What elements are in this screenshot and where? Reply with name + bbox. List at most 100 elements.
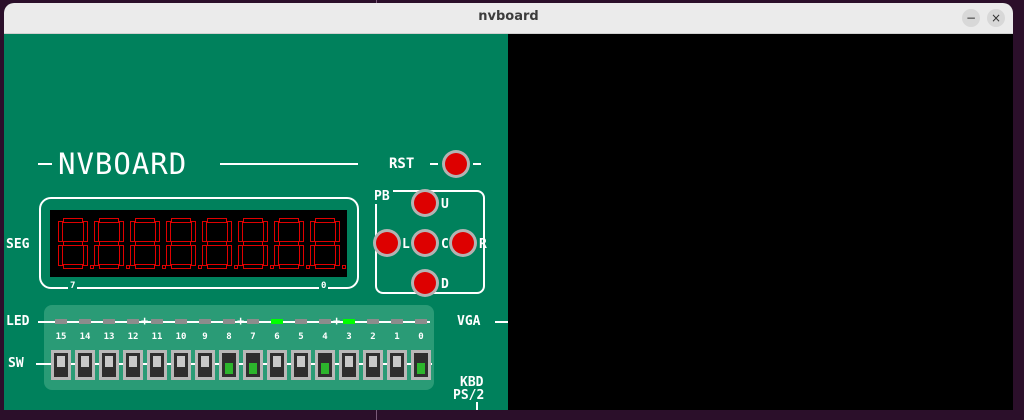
switch-9[interactable] (195, 350, 215, 380)
led-15 (55, 319, 67, 324)
led-1 (391, 319, 403, 324)
switch-13[interactable] (99, 350, 119, 380)
switch-knob (345, 356, 353, 367)
vga-line (495, 321, 508, 323)
switch-knob (57, 356, 65, 367)
switch-4[interactable] (315, 350, 335, 380)
title-bar[interactable]: nvboard − × (4, 3, 1013, 34)
led-index-label: 9 (202, 332, 208, 342)
led-index-label: 4 (322, 332, 328, 342)
pb-down-button[interactable] (414, 272, 436, 294)
switch-6[interactable] (267, 350, 287, 380)
led-13 (103, 319, 115, 324)
switch-knob (81, 356, 89, 367)
led-index-label: 13 (103, 332, 115, 342)
switch-2[interactable] (363, 350, 383, 380)
led-index-label: 10 (175, 332, 187, 342)
led-index-label: 7 (250, 332, 256, 342)
switch-11[interactable] (147, 350, 167, 380)
ps2-label: PS/2 (453, 388, 485, 403)
switch-slot (294, 353, 308, 377)
switch-knob (105, 356, 113, 367)
led-12 (127, 319, 139, 324)
pb-up-button[interactable] (414, 192, 436, 214)
seg-digit-2 (238, 218, 274, 270)
vga-screen (508, 34, 1013, 410)
led-index-label: 8 (226, 332, 232, 342)
switch-slot (246, 353, 260, 377)
switch-8[interactable] (219, 350, 239, 380)
switch-slot (174, 353, 188, 377)
switch-5[interactable] (291, 350, 311, 380)
switch-slot (414, 353, 428, 377)
seg-right-index: 0 (319, 281, 329, 291)
switch-12[interactable] (123, 350, 143, 380)
pb-center-label: C (441, 237, 449, 252)
switch-knob (225, 363, 233, 374)
switch-10[interactable] (171, 350, 191, 380)
led-9 (199, 319, 211, 324)
kbd-label: KBD (460, 375, 484, 390)
logo-line-left (38, 163, 52, 165)
switch-slot (126, 353, 140, 377)
switch-knob (201, 356, 209, 367)
seven-segment-display (50, 210, 347, 277)
switch-slot (198, 353, 212, 377)
led-0 (415, 319, 427, 324)
switch-15[interactable] (51, 350, 71, 380)
rst-line-left (430, 163, 438, 165)
switch-knob (297, 356, 305, 367)
led-5 (295, 319, 307, 324)
switch-1[interactable] (387, 350, 407, 380)
close-button[interactable]: × (987, 9, 1005, 27)
seg-digit-5 (130, 218, 166, 270)
led-index-label: 2 (370, 332, 376, 342)
led-index-label: 1 (394, 332, 400, 342)
switch-knob (177, 356, 185, 367)
seg-digit-3 (202, 218, 238, 270)
pb-label: PB (371, 189, 393, 204)
pb-down-label: D (441, 277, 449, 292)
switch-knob (393, 356, 401, 367)
switch-knob (417, 363, 425, 374)
led-14 (79, 319, 91, 324)
seg-digit-0 (310, 218, 346, 270)
led-8 (223, 319, 235, 324)
switch-slot (318, 353, 332, 377)
vga-label: VGA (457, 314, 481, 329)
sw-label: SW (8, 356, 24, 371)
led-10 (175, 319, 187, 324)
led-index-label: 5 (298, 332, 304, 342)
switch-0[interactable] (411, 350, 431, 380)
led-3 (343, 319, 355, 324)
switch-slot (102, 353, 116, 377)
pb-center-button[interactable] (414, 232, 436, 254)
switch-7[interactable] (243, 350, 263, 380)
switch-knob (369, 356, 377, 367)
rst-line-right (473, 163, 481, 165)
led-7 (247, 319, 259, 324)
switch-knob (129, 356, 137, 367)
led-index-label: 3 (346, 332, 352, 342)
switch-slot (366, 353, 380, 377)
switch-slot (390, 353, 404, 377)
switch-slot (54, 353, 68, 377)
nvboard-logo: NVBOARD (58, 147, 188, 181)
switch-slot (342, 353, 356, 377)
window-title: nvboard (478, 9, 539, 24)
led-index-label: 15 (55, 332, 67, 342)
switch-knob (321, 363, 329, 374)
led-group-separator: + (237, 314, 245, 328)
switch-3[interactable] (339, 350, 359, 380)
rst-button[interactable] (445, 153, 467, 175)
rst-label: RST (389, 156, 415, 172)
switch-slot (270, 353, 284, 377)
switch-slot (78, 353, 92, 377)
minimize-button[interactable]: − (962, 9, 980, 27)
pb-right-button[interactable] (452, 232, 474, 254)
app-window: nvboard − × NVBOARD RST SEG 7 0 PB (4, 3, 1013, 410)
switch-knob (153, 356, 161, 367)
led-index-label: 0 (418, 332, 424, 342)
switch-14[interactable] (75, 350, 95, 380)
pb-left-button[interactable] (376, 232, 398, 254)
